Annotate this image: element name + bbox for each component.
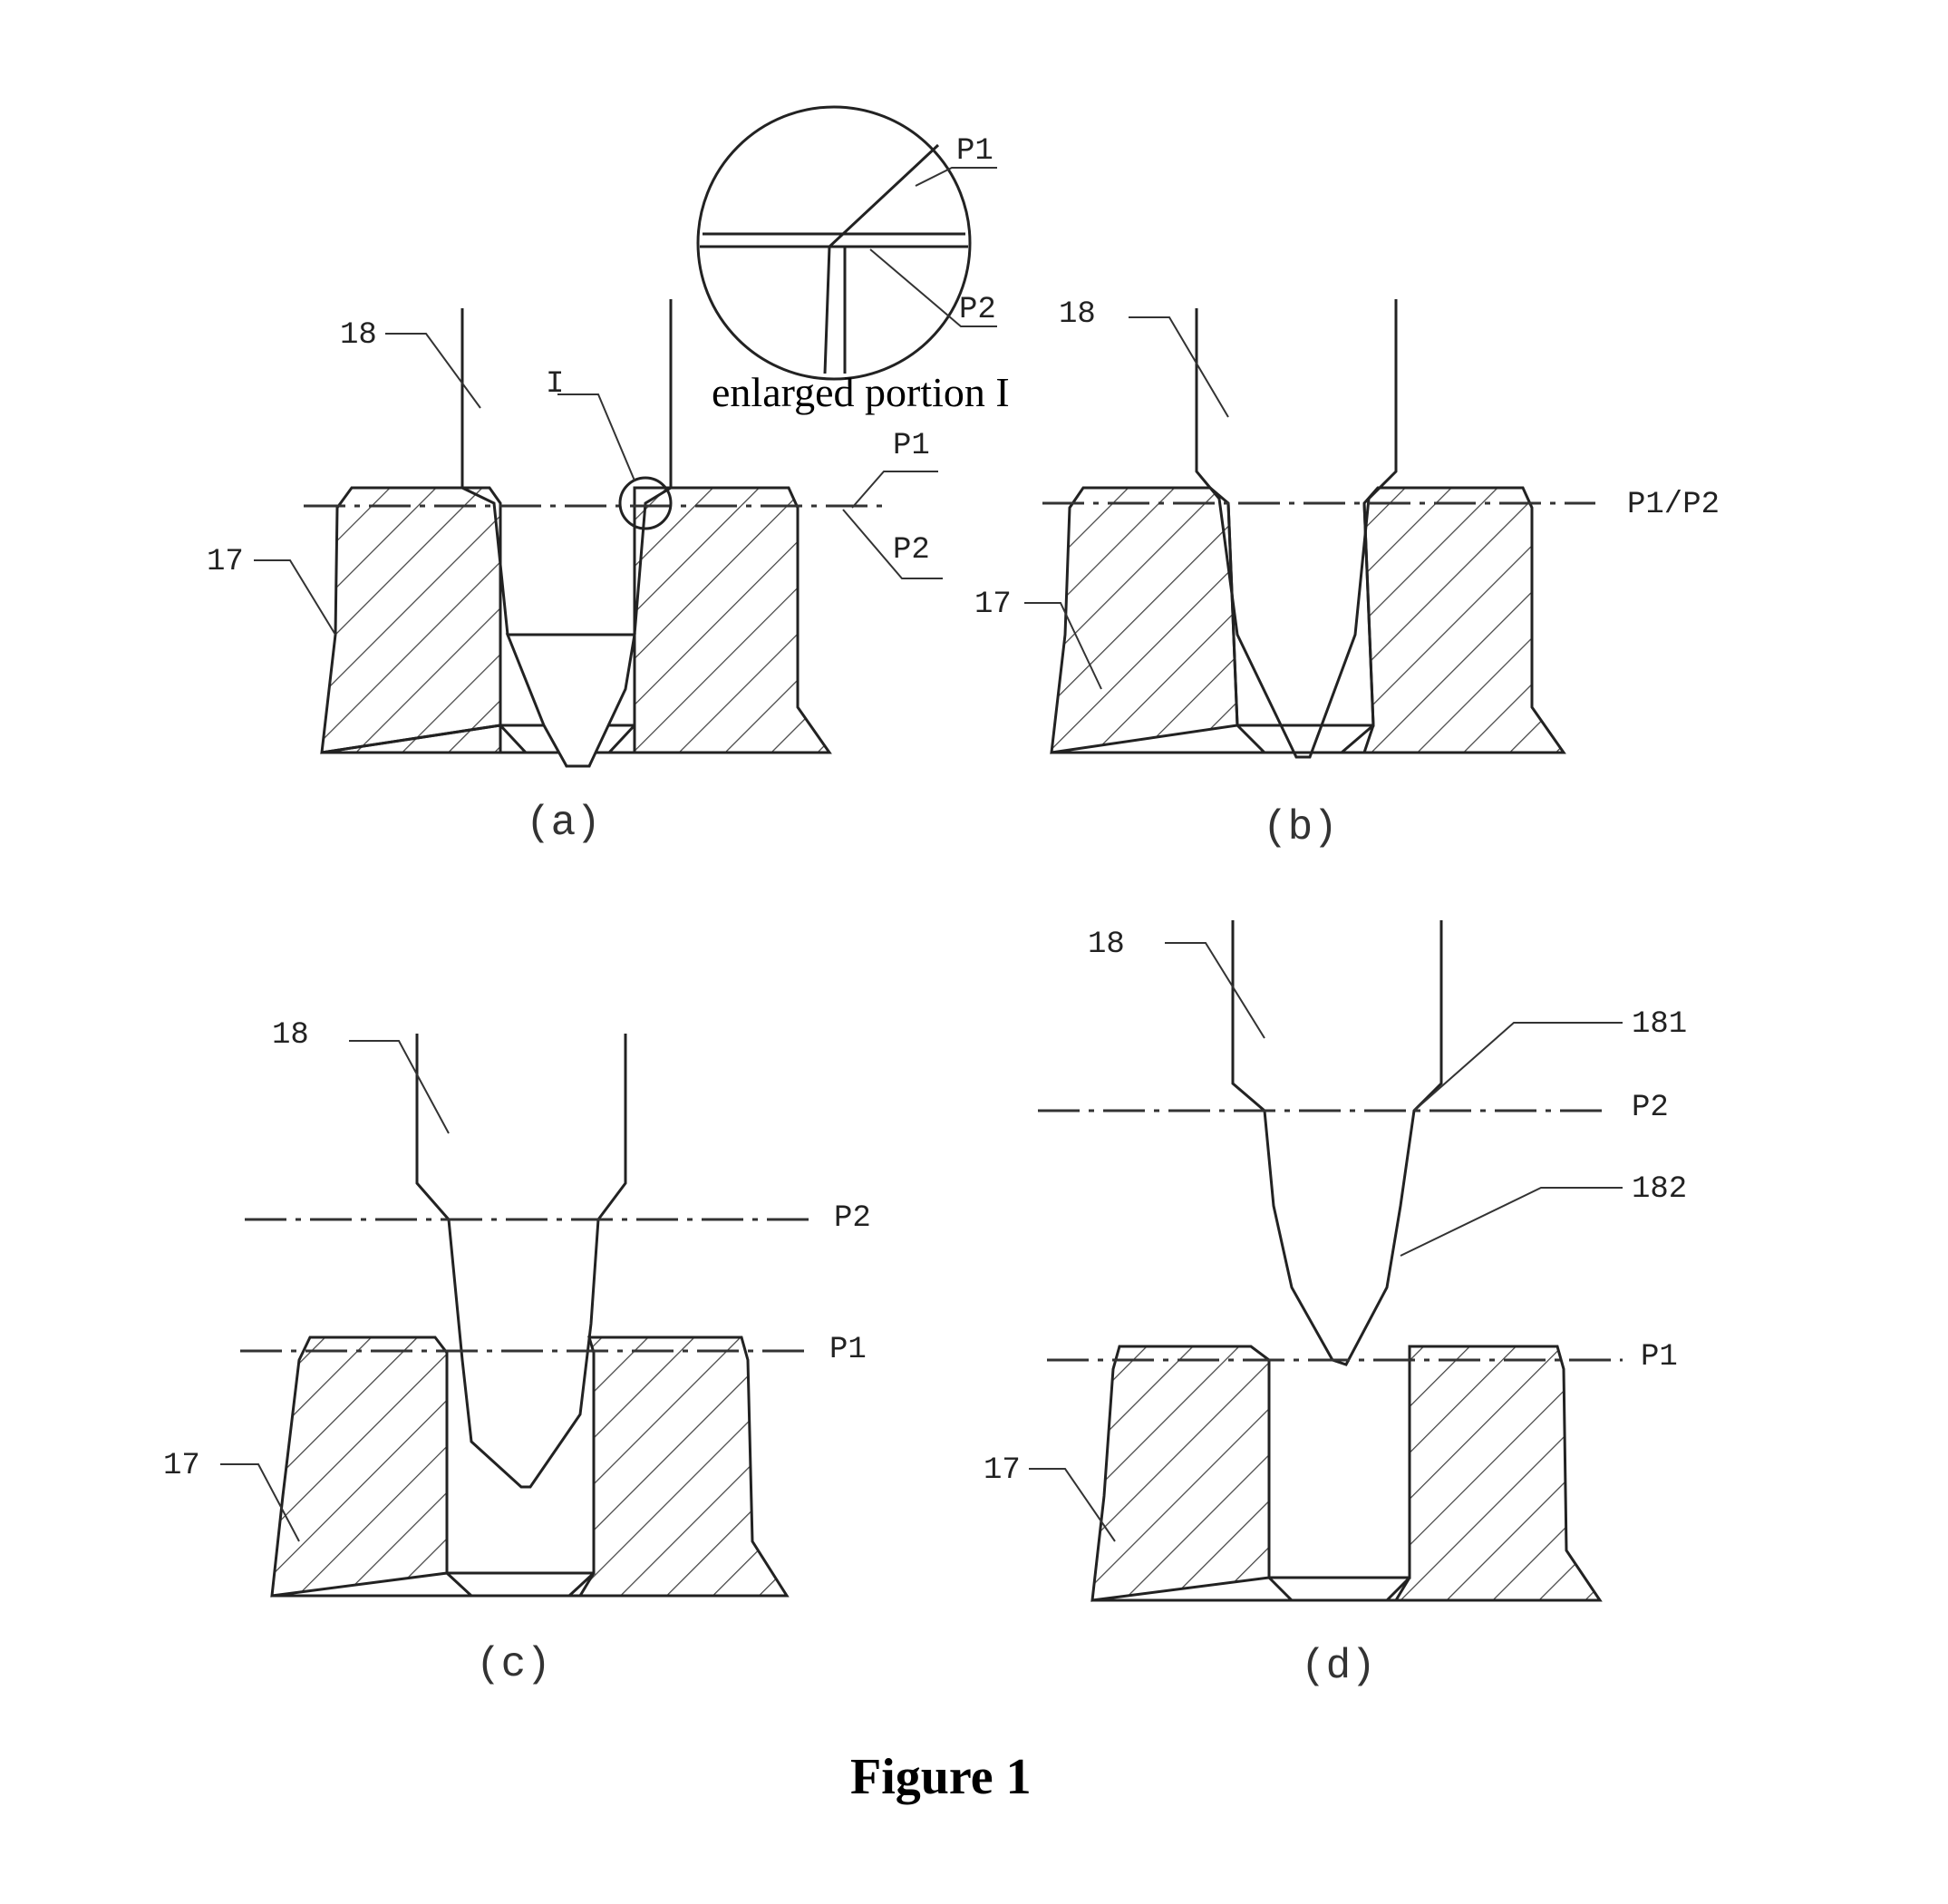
panel-c: 18 17 P2 P1 (c) [163, 1018, 871, 1688]
caption-b: (b) [1263, 804, 1338, 851]
figure-title: Figure 1 [850, 1749, 1032, 1805]
label-18: 18 [1059, 297, 1096, 332]
workpiece-17-right [635, 488, 829, 753]
label-p2: P2 [834, 1201, 871, 1236]
leader-181 [1414, 1023, 1623, 1111]
workpiece-17-right [1364, 488, 1564, 753]
enlarged-portion-I: P1 P2 enlarged portion I [698, 107, 1010, 415]
tool-18 [1233, 920, 1441, 1365]
label-p1: P1 [1641, 1340, 1678, 1375]
hole-bottom-chamfer [447, 1573, 594, 1596]
workpiece-17-left [322, 488, 500, 753]
caption-d: (d) [1301, 1643, 1376, 1690]
workpiece-17-right [1396, 1346, 1600, 1600]
label-p2: P2 [893, 533, 930, 568]
label-17: 17 [974, 588, 1012, 622]
label-enl-p2: P2 [959, 293, 996, 327]
hole-outline [1228, 503, 1373, 725]
label-17: 17 [984, 1453, 1021, 1488]
workpiece-17-left [272, 1337, 447, 1596]
caption-a: (a) [526, 800, 601, 847]
label-I: I [546, 367, 564, 402]
leader-17a [254, 560, 335, 635]
panel-b: 18 17 P1/P2 (b) [974, 297, 1720, 851]
caption-c: (c) [476, 1641, 551, 1688]
workpiece-17-left [1092, 1346, 1269, 1600]
label-181: 181 [1632, 1007, 1687, 1042]
label-p1: P1 [829, 1333, 867, 1367]
label-18: 18 [340, 318, 377, 353]
label-18: 18 [1088, 928, 1125, 962]
leader-18a [385, 334, 480, 408]
enlarged-caption: enlarged portion I [712, 369, 1010, 415]
label-17: 17 [207, 545, 244, 579]
panel-d: 18 181 P2 182 P1 17 (d) [984, 920, 1687, 1690]
label-enl-p1: P1 [956, 134, 993, 169]
label-p1: P1 [893, 429, 930, 463]
hole-bottom-chamfer [1237, 725, 1373, 753]
leader-18d [1165, 943, 1265, 1038]
hole-outline [1269, 1360, 1410, 1578]
label-p1p2: P1/P2 [1627, 488, 1720, 522]
leader-182 [1400, 1188, 1623, 1256]
label-182: 182 [1632, 1172, 1687, 1207]
leader-18b [1129, 317, 1228, 417]
label-p2: P2 [1632, 1091, 1669, 1125]
hole-outline [447, 1353, 594, 1573]
workpiece-17-left [1052, 488, 1237, 753]
hole-bottom-chamfer [1269, 1578, 1410, 1600]
label-18: 18 [272, 1018, 309, 1053]
label-17: 17 [163, 1449, 200, 1483]
leader-18c [349, 1041, 449, 1133]
workpiece-17-right [580, 1337, 787, 1596]
leader-I [557, 394, 635, 481]
leader-p1a [852, 471, 938, 508]
